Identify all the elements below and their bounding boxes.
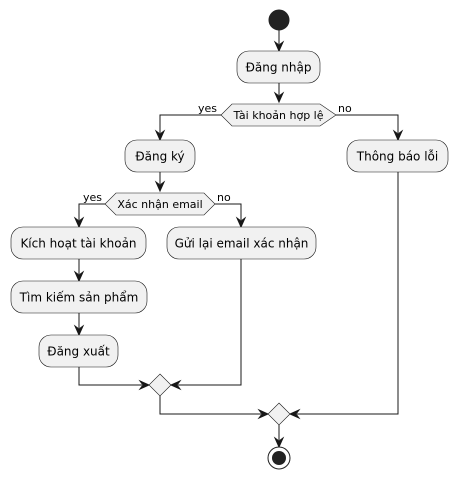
branch-yes-label: yes <box>83 191 102 204</box>
arrowhead <box>257 408 270 420</box>
decision-account-valid: Tài khoản hợp lệ <box>220 103 337 127</box>
activity-logout-label: Đăng xuất <box>47 345 110 359</box>
edge-email-no <box>215 203 242 220</box>
branch-yes-label: yes <box>198 102 217 115</box>
activity-activate-account: Kích hoạt tài khoản <box>10 226 147 260</box>
edge-decision-yes <box>159 114 221 133</box>
edge-merge-merge <box>159 396 261 415</box>
activity-error-notice-label: Thông báo lỗi <box>356 150 438 164</box>
arrowhead <box>154 129 166 142</box>
arrowhead <box>392 129 404 142</box>
arrowhead <box>73 270 85 283</box>
activity-login: Đăng nhập <box>236 50 321 84</box>
arrowhead <box>273 91 285 104</box>
arrowhead <box>273 436 285 449</box>
branch-no-label: no <box>217 191 231 204</box>
activity-resend-email: Gửi lại email xác nhận <box>166 226 317 260</box>
merge-node-account <box>267 402 291 426</box>
arrowhead <box>235 216 247 229</box>
decision-account-valid-label: Tài khoản hợp lệ <box>232 109 323 122</box>
end-node <box>267 446 291 470</box>
edge-error-merge <box>297 172 399 415</box>
arrowhead <box>73 216 85 229</box>
activity-logout: Đăng xuất <box>38 334 119 368</box>
activity-error-notice: Thông báo lỗi <box>346 139 449 173</box>
edge-resend-merge <box>178 259 242 386</box>
activity-register-label: Đăng ký <box>135 150 184 164</box>
edge-email-yes <box>78 203 105 220</box>
arrowhead <box>169 379 182 391</box>
decision-email-confirm-label: Xác nhận email <box>117 198 202 211</box>
arrowhead <box>73 324 85 337</box>
activity-register: Đăng ký <box>124 139 196 173</box>
arrowhead <box>288 408 301 420</box>
activity-activate-account-label: Kích hoạt tài khoản <box>20 237 136 251</box>
activity-login-label: Đăng nhập <box>246 61 312 75</box>
branch-no-label: no <box>338 102 352 115</box>
edge-logout-merge <box>78 367 142 386</box>
arrowhead <box>154 180 166 193</box>
start-node <box>268 9 290 31</box>
edge-decision-no <box>336 114 399 133</box>
arrowhead <box>138 379 151 391</box>
activity-search-products-label: Tìm kiếm sản phẩm <box>19 291 139 305</box>
merge-node-email <box>148 373 172 397</box>
arrowhead <box>273 40 285 53</box>
activity-resend-email-label: Gửi lại email xác nhận <box>175 237 309 251</box>
activity-search-products: Tìm kiếm sản phẩm <box>10 280 148 314</box>
decision-email-confirm: Xác nhận email <box>104 192 216 216</box>
